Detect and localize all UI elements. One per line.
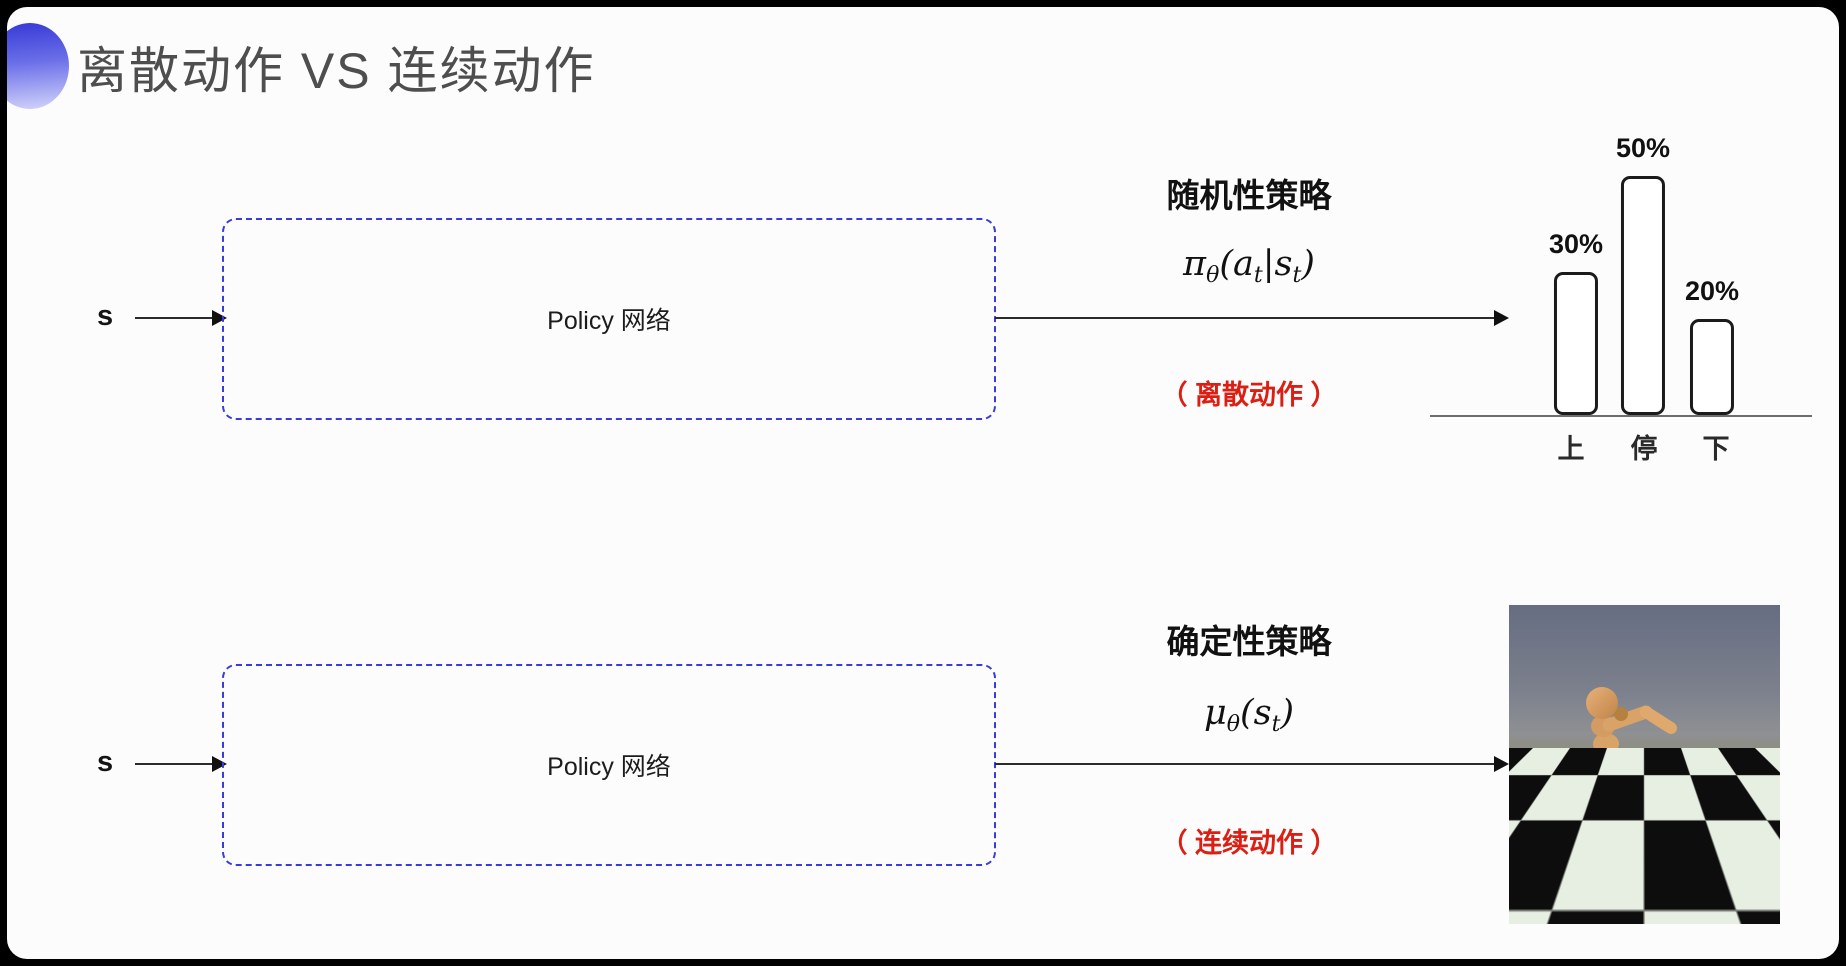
state-input-label-top: s — [97, 300, 114, 332]
formula-subscript: t — [1253, 263, 1263, 288]
chart-bar — [1689, 319, 1734, 415]
checkerboard-floor — [1509, 748, 1780, 924]
chart-bar — [1620, 176, 1665, 415]
policy-network-box-top: Policy 网络 — [222, 218, 996, 420]
arrow-line — [995, 317, 1497, 319]
arrow-line — [135, 763, 215, 765]
formula-separator: | — [1262, 244, 1275, 284]
bar-value-label: 30% — [1548, 229, 1604, 259]
state-input-label-bottom: s — [97, 746, 114, 778]
formula-arg: s — [1253, 693, 1272, 733]
chart-baseline-axis — [1430, 415, 1812, 417]
formula-arg: a — [1232, 244, 1254, 284]
chart-bar-column: 20% — [1685, 276, 1739, 415]
deterministic-policy-title: 确定性策略 — [1166, 623, 1332, 660]
formula-subscript: θ — [1226, 712, 1240, 737]
arrow-line — [135, 317, 215, 319]
discrete-action-note: （ 离散动作 ） — [1160, 380, 1338, 410]
output-arrow-connector-top — [995, 310, 1509, 326]
arrow-line — [995, 763, 1497, 765]
continuous-action-note: （ 连续动作 ） — [1160, 828, 1338, 858]
title-bullet-icon — [7, 23, 69, 109]
humanoid-robot — [1577, 687, 1677, 853]
deterministic-policy-formula: μθ(st) — [1069, 693, 1429, 737]
formula-symbol: π — [1183, 244, 1207, 284]
formula-paren: ( — [1219, 244, 1233, 284]
formula-symbol: μ — [1203, 693, 1227, 733]
page-title: 离散动作 VS 连续动作 — [77, 43, 596, 99]
formula-subscript: t — [1292, 263, 1302, 288]
chart-bar-column: 50% — [1616, 133, 1670, 415]
chart-bar-column: 30% — [1549, 229, 1603, 415]
policy-box-label: Policy 网络 — [547, 753, 671, 781]
output-arrow-connector-bottom — [995, 756, 1509, 772]
policy-box-label: Policy 网络 — [547, 307, 671, 335]
sky-background — [1509, 605, 1780, 751]
arrowhead-icon — [1494, 310, 1509, 326]
chart-category-label: 停 — [1630, 434, 1658, 464]
policy-network-box-bottom: Policy 网络 — [222, 664, 996, 866]
formula-paren: ( — [1239, 693, 1254, 733]
slide: 离散动作 VS 连续动作 s Policy 网络 随机性策略 πθ(at|st)… — [7, 7, 1839, 959]
formula-paren: ) — [1280, 693, 1295, 733]
chart-category-label: 下 — [1702, 434, 1730, 464]
bar-value-label: 20% — [1684, 276, 1740, 306]
bar-value-label: 50% — [1615, 133, 1671, 163]
stochastic-policy-formula: πθ(at|st) — [1069, 244, 1429, 288]
formula-subscript: t — [1271, 712, 1281, 737]
stochastic-policy-title: 随机性策略 — [1166, 177, 1332, 214]
formula-paren: ) — [1301, 244, 1315, 284]
input-arrow-connector-bottom — [135, 756, 227, 772]
chart-bar — [1553, 272, 1598, 415]
arrowhead-icon — [1494, 756, 1509, 772]
chart-category-label: 上 — [1557, 434, 1585, 464]
formula-subscript: θ — [1206, 263, 1220, 288]
input-arrow-connector-top — [135, 310, 227, 326]
formula-arg: s — [1274, 244, 1293, 284]
action-probability-chart: 30% 50% 20% 上 停 下 — [1430, 105, 1812, 477]
humanoid-simulation-image — [1509, 605, 1780, 924]
